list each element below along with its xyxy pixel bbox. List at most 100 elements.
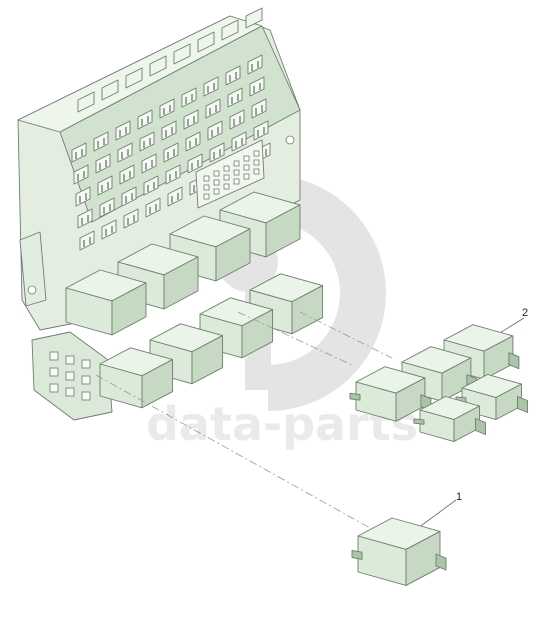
fuse-slot [205,98,221,119]
connector-pin [49,367,59,377]
terminal-pin [233,160,240,167]
terminal-pin [253,168,260,175]
relay-side-face [291,285,324,335]
explode-line-2a [299,311,393,359]
fuse-slot [99,197,115,218]
top-bracket [221,19,239,41]
mounted-relays [65,191,324,409]
relay-side-face [111,282,147,336]
fuse-slot [167,186,183,207]
relay-single-part [351,517,447,586]
fuse-slot [121,186,137,207]
terminal-pin [223,165,230,172]
terminal-pin [203,175,210,182]
top-bracket [197,31,215,53]
fuse-slot [249,76,265,97]
relay-pin [517,396,528,413]
top-bracket [149,55,167,77]
connector-pin [81,375,91,385]
connector-pin [49,351,59,361]
terminal-pin [233,169,240,176]
relay-side-face [241,309,274,359]
mounted-relay [99,347,174,409]
fuse-slot [123,208,139,229]
terminal-pin [233,178,240,185]
callout-label-2: 2 [522,307,528,319]
fuse-slot [183,109,199,130]
relay-side-face [141,359,174,409]
fuse-slot [161,120,177,141]
connector-pin [49,383,59,393]
fuse-relay-box [17,7,301,421]
terminal-pin [253,150,260,157]
fuse-slot [145,197,161,218]
fuse-slot [231,131,247,152]
relay-pin [475,418,486,435]
fuse-slot [71,142,87,163]
terminal-pin [213,179,220,186]
relay-single-unit [351,517,447,586]
relay-side-face [191,335,224,385]
fuse-grid [71,7,271,251]
fuse-slot [143,175,159,196]
top-bracket [125,67,143,89]
fuse-slot [93,131,109,152]
relay-side-face [265,204,301,258]
fuse-slot [253,120,269,141]
relay-pin [349,392,361,401]
fuse-slot [75,186,91,207]
top-bracket [245,7,263,29]
connector-pin [65,355,75,365]
leader-line-1 [417,499,457,529]
fuse-slot [115,120,131,141]
fuse-slot [227,87,243,108]
explode-line-2b [237,311,353,366]
relay-pin [435,553,447,571]
fuse-slot [203,76,219,97]
fuse-slot [163,142,179,163]
fuse-slot [101,219,117,240]
connector-pin [81,391,91,401]
terminal-strip [195,139,265,209]
relay-pin [508,352,520,370]
explode-line-1 [95,374,389,539]
top-bracket [173,43,191,65]
fuse-slot [141,153,157,174]
fuse-slot [229,109,245,130]
fuse-slot [119,164,135,185]
fuse-slot [165,164,181,185]
fuse-slot [185,131,201,152]
fuse-slot [159,98,175,119]
relay-group-unit [413,396,486,442]
connector-pin [81,359,91,369]
relay-pin [351,549,363,560]
relay-group-part [349,324,528,442]
top-bracket [77,91,95,113]
relay-group-unit [349,366,432,422]
terminal-pin [213,170,220,177]
fuse-slot [79,230,95,251]
fuse-slot [225,65,241,86]
top-bracket [101,79,119,101]
mounted-relay [65,269,147,336]
fuse-slot [187,153,203,174]
fuse-slot [139,131,155,152]
fuse-slot [73,164,89,185]
terminal-pin [243,155,250,162]
fuse-slot [117,142,133,163]
terminal-pin [243,164,250,171]
terminal-pin [213,188,220,195]
fuse-slot [207,120,223,141]
fuse-slot [97,175,113,196]
fuse-slot [95,153,111,174]
fuse-slot [77,208,93,229]
relay-pin [413,418,425,425]
connector-pin [65,387,75,397]
fuse-slot [209,142,225,163]
fuse-slot [137,109,153,130]
fuse-slot [247,54,263,75]
terminal-pin [253,159,260,166]
relay-side-face [215,228,251,282]
terminal-pin [223,174,230,181]
